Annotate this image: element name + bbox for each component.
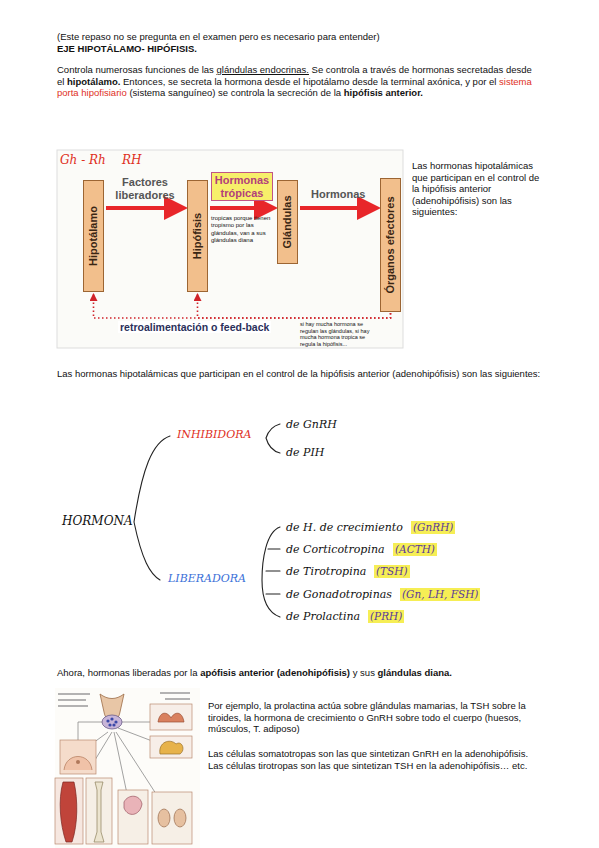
side-text: Las hormonas hipotalámicas que participa… (412, 160, 547, 218)
text-run: Ahora, hormonas liberadas por la (57, 667, 197, 678)
section-title: EJE HIPOTÁLAMO- HIPÓFISIS. (57, 43, 549, 55)
flow-arrow (300, 206, 377, 210)
node-label: Hipófisis (191, 213, 204, 259)
tree-item: de Corticotropina (286, 543, 385, 556)
arrow-label: Hormonas (311, 188, 365, 201)
pituitary-illustration (55, 688, 200, 848)
inhibitor-bracket (266, 424, 280, 453)
diagram-note: si hay mucha hormona se regulan las glán… (300, 321, 380, 348)
tree-branch: INHIBIDORA (177, 428, 251, 441)
text-run: Entonces, se secreta la hormona desde el… (123, 76, 496, 87)
releaser-ticks (266, 549, 280, 594)
text-run: glándulas diana. (378, 667, 452, 678)
process-bar: Hipotálamo (83, 180, 104, 292)
text-run: (sistema sanguíneo) se controla la secre… (129, 87, 341, 98)
tree-item: de H. de crecimiento (286, 521, 403, 534)
main-bracket (134, 436, 170, 580)
tree-branch: LIBERADORA (168, 572, 246, 585)
text-paragraph: Ahora, hormonas liberadas por laapófisis… (57, 667, 549, 679)
node-label: Órganos efectores (384, 196, 397, 293)
arrow-label: Hormonas trópicas (211, 172, 273, 201)
process-bar: Glándulas (277, 180, 298, 264)
arrow-label: retroalimentación o feed-back (118, 321, 271, 333)
text-run: Controla numerosas funciones de las (57, 64, 214, 75)
text-run: y sus (353, 667, 375, 678)
tree-item: de Tirotropina (286, 565, 366, 578)
text-run: hipófisis anterior. (344, 87, 423, 98)
feedback-arrow (198, 294, 391, 318)
flow-arrow (210, 206, 274, 210)
highlight-abbrev: (ACTH) (393, 543, 437, 556)
node-label: Hipotálamo (87, 206, 100, 266)
handwritten-note: RH (122, 153, 142, 168)
node-label: Glándulas (281, 195, 294, 248)
tree-item: de Gonadotropinas (286, 588, 392, 601)
releaser-bracket (262, 527, 280, 617)
diagram-note: tropicas porque tienen tropismo por las … (211, 215, 273, 244)
flow-arrow (106, 206, 184, 210)
highlight-abbrev: (Gn, LH, FSH) (400, 588, 480, 601)
text-run: glándulas endocrinas. (217, 64, 309, 75)
body-text: Por ejemplo, la prolactina actúa sobre g… (208, 700, 543, 735)
text-paragraph: Controla numerosas funciones de lasglánd… (57, 64, 549, 99)
handwritten-note: Gh - Rh (60, 153, 106, 168)
process-bar: Órganos efectores (380, 178, 401, 312)
highlight-abbrev: (GnRH) (411, 521, 455, 534)
arrow-label: Factores liberadores (112, 176, 178, 201)
tree-root: HORMONA (62, 514, 133, 529)
highlight-abbrev: (PRH) (368, 610, 404, 623)
text-run: apófisis anterior (adenohipófisis) (200, 667, 350, 678)
body-text: Las hormonas hipotalámicas que participa… (57, 368, 549, 380)
feedback-arrow (94, 294, 391, 318)
tree-brackets (134, 424, 280, 617)
diagram-frame (57, 150, 403, 348)
body-text: Las células somatotropas son las que sin… (208, 748, 543, 771)
highlight-abbrev: (TSH) (374, 565, 410, 578)
tree-item: de Prolactina (286, 610, 360, 623)
note-text: (Este repaso no se pregunta en el examen… (57, 31, 549, 43)
tree-item: de GnRH (286, 418, 337, 431)
text-run: hipotálamo. (67, 76, 120, 87)
process-bar: Hipófisis (187, 180, 208, 292)
tree-item: de PIH (286, 446, 324, 459)
